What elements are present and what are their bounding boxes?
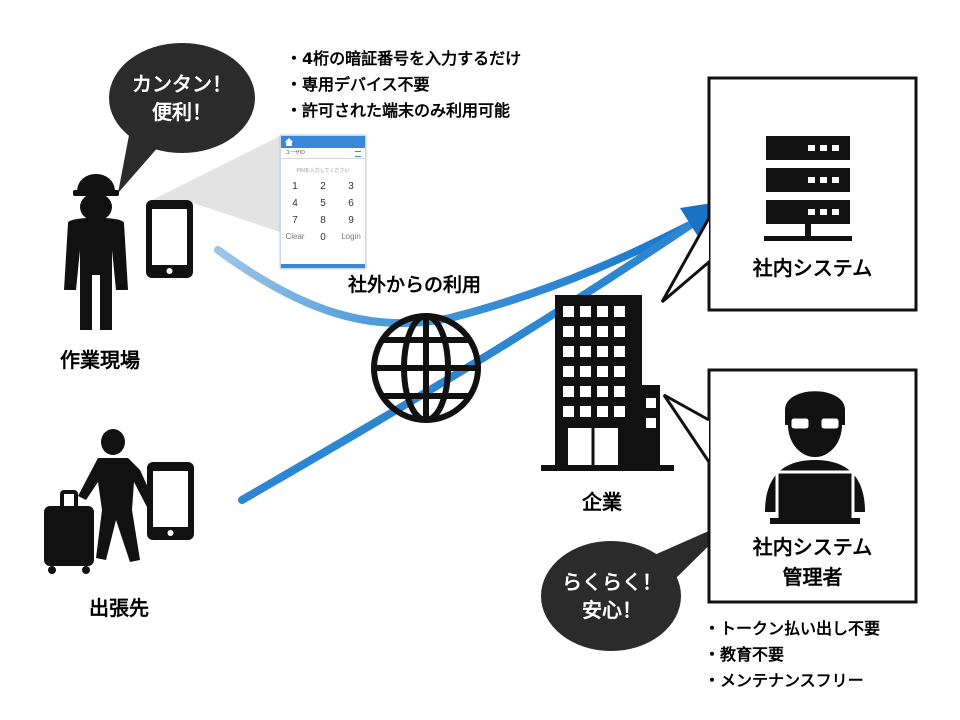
key-4[interactable]: 4 — [292, 198, 298, 209]
worker-bubble-line1: カンタン！ — [132, 72, 232, 96]
traveler-phone-icon — [147, 462, 194, 540]
admin-bubble-text: らくらく！ 安心！ — [546, 568, 678, 624]
server-icon — [764, 136, 852, 241]
internal-system-label: 社内システム — [752, 256, 873, 280]
app-footer-bar — [281, 264, 365, 268]
administrator-icon — [765, 391, 865, 524]
worker-phone-icon — [146, 200, 193, 278]
admin-feature-item: ・メンテナンスフリー — [704, 671, 864, 690]
user-id-label: ユーザID — [285, 150, 305, 156]
company-building-icon — [541, 295, 674, 471]
admin-feature-list: ・トークン払い出し不要 ・教育不要 ・メンテナンスフリー — [704, 616, 880, 694]
worker-feature-item: ・許可された端末のみ利用可能 — [286, 101, 511, 120]
admin-bubble-line1: らくらく！ — [562, 570, 662, 594]
pin-input[interactable]: PINを入力してください — [296, 168, 350, 174]
admin-label: 社内システム 管理者 — [709, 532, 916, 592]
business-traveler-icon — [44, 429, 156, 574]
worker-feature-item: ・専用デバイス不要 — [286, 75, 430, 94]
admin-label-line2: 管理者 — [782, 565, 843, 589]
external-access-label: 社外からの利用 — [348, 274, 482, 296]
worker-icon — [64, 174, 128, 330]
key-0[interactable]: 0 — [320, 232, 326, 243]
pin-keypad: 1 2 3 4 5 6 7 8 9 Clear 0 Login — [281, 181, 365, 243]
admin-bubble-line2: 安心！ — [582, 598, 642, 622]
key-1[interactable]: 1 — [292, 181, 298, 192]
worksite-label: 作業現場 — [60, 348, 140, 372]
trip-access-arrow — [238, 221, 694, 504]
key-6[interactable]: 6 — [348, 198, 354, 209]
pin-entry-screen: ユーザID PINを入力してください 1 2 3 4 5 6 7 8 9 Cle… — [280, 135, 366, 269]
worksite-access-arrow — [214, 221, 694, 328]
admin-feature-item: ・教育不要 — [704, 645, 785, 664]
worker-feature-list: ・4桁の暗証番号を入力するだけ ・専用デバイス不要 ・許可された端末のみ利用可能 — [286, 46, 521, 124]
home-icon — [285, 138, 293, 142]
worker-speech-bubble — [109, 43, 255, 193]
worker-bubble-text: カンタン！ 便利！ — [116, 70, 248, 126]
key-5[interactable]: 5 — [320, 198, 326, 209]
key-9[interactable]: 9 — [348, 215, 354, 226]
menu-icon[interactable] — [355, 151, 361, 157]
worker-bubble-line2: 便利！ — [152, 100, 212, 124]
key-3[interactable]: 3 — [348, 181, 354, 192]
admin-feature-item: ・トークン払い出し不要 — [704, 619, 881, 638]
business-trip-label: 出張先 — [89, 596, 149, 620]
company-label: 企業 — [582, 490, 622, 514]
key-7[interactable]: 7 — [292, 215, 298, 226]
key-8[interactable]: 8 — [320, 215, 326, 226]
globe-icon — [371, 313, 481, 423]
worker-feature-item: ・4桁の暗証番号を入力するだけ — [286, 49, 522, 68]
clear-button[interactable]: Clear — [285, 232, 305, 241]
internal-system-box — [660, 76, 918, 312]
login-button[interactable]: Login — [341, 232, 361, 241]
key-2[interactable]: 2 — [320, 181, 326, 192]
admin-label-line1: 社内システム — [752, 535, 873, 559]
app-header-bar — [281, 136, 365, 148]
